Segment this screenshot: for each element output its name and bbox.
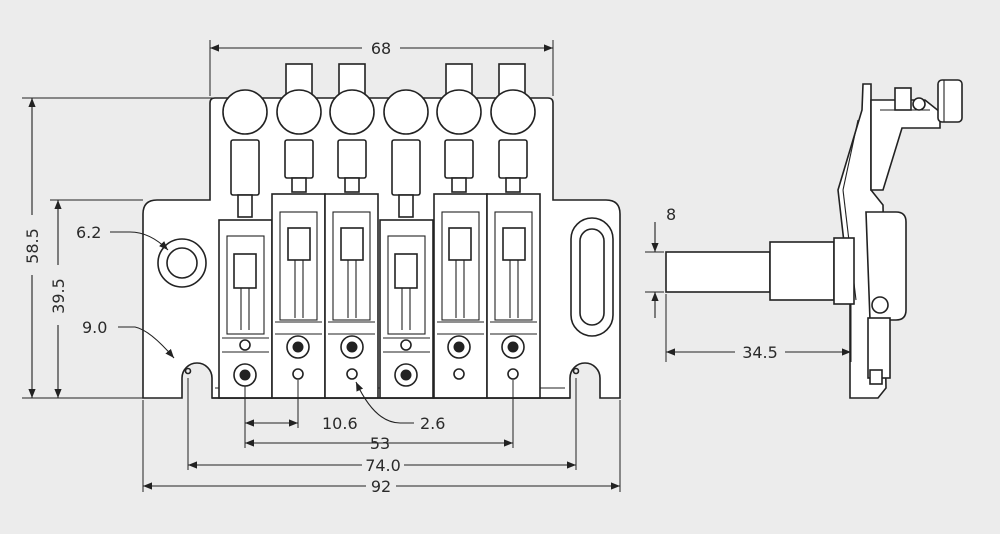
saddles [218, 193, 541, 399]
saddle-frame [494, 211, 533, 321]
saddle-window [502, 227, 526, 261]
dim-mount-height: 39.5 [49, 278, 68, 314]
dim-stud-spacing: 74.0 [365, 456, 401, 475]
saddle-step [383, 337, 430, 353]
tuner-stem [337, 139, 367, 179]
tuner-neck [398, 194, 414, 218]
tuner-stem [230, 139, 260, 196]
saddle-slot [401, 288, 411, 330]
dim-base-width: 92 [371, 477, 391, 496]
dim-block-depth: 34.5 [742, 343, 778, 362]
fine-tuner-knob [436, 89, 482, 135]
tuner-stem [498, 139, 528, 179]
saddle-slot [240, 288, 250, 330]
saddle-slot [455, 260, 465, 318]
saddle-screw-core [507, 341, 519, 353]
saddle-screw-core [453, 341, 465, 353]
saddle-screw-small [453, 368, 465, 380]
side-block-end [833, 237, 855, 305]
saddle-step [328, 321, 375, 335]
saddle-screw-core [346, 341, 358, 353]
tuner-neck [237, 194, 253, 218]
saddle-window [448, 227, 472, 261]
tuner-neck [451, 177, 467, 193]
dim-block-thickness: 8 [666, 205, 676, 224]
tuner-neck [344, 177, 360, 193]
side-tuner-knob [937, 79, 963, 123]
mount-hole-inner [166, 247, 198, 279]
saddle-screw-core [400, 369, 412, 381]
tuner-stem [284, 139, 314, 179]
saddle-step [437, 321, 484, 335]
saddle-screw-small [239, 339, 251, 351]
saddle-slot [347, 260, 357, 318]
dim-slot-width: 9.0 [82, 318, 107, 337]
notch-hole-left [184, 367, 192, 375]
tuner-neck [291, 177, 307, 193]
front-view [142, 63, 621, 399]
side-pivot-hole [871, 296, 889, 314]
side-clamp-foot [869, 369, 883, 385]
saddle-screw-small [400, 339, 412, 351]
saddle-step [222, 337, 269, 353]
saddle-window [340, 227, 364, 261]
side-block-outer [665, 251, 771, 293]
dim-overall-height: 58.5 [23, 228, 42, 264]
saddle-step [490, 321, 537, 335]
dim-top-width: 68 [371, 39, 391, 58]
side-view [665, 79, 963, 399]
saddle-slot [294, 260, 304, 318]
saddle-frame [441, 211, 480, 321]
mount-hole-outer [157, 238, 207, 288]
saddle-slot [509, 260, 519, 318]
saddle-screw-small [507, 368, 519, 380]
saddle-frame [226, 235, 265, 335]
dim-string-spacing: 10.6 [322, 414, 358, 433]
tuner-stems [230, 139, 528, 218]
side-tuner-nut [894, 87, 912, 111]
saddle-frame [387, 235, 426, 335]
dim-screw-diameter: 2.6 [420, 414, 445, 433]
dim-outer-string-span: 53 [370, 434, 390, 453]
side-plate-edge [842, 119, 859, 191]
side-dimensions: 8 34.5 [645, 205, 852, 362]
side-clamp [867, 317, 891, 379]
saddle-step [275, 321, 322, 335]
side-saddle-arm [870, 99, 941, 191]
tuner-stem [444, 139, 474, 179]
side-block-inner [769, 241, 835, 301]
fine-tuner-knob [329, 89, 375, 135]
saddle-window [394, 253, 418, 289]
saddle-screw-core [292, 341, 304, 353]
saddle-screw-small [346, 368, 358, 380]
saddle-screw-core [239, 369, 251, 381]
right-slot-inner [579, 228, 605, 326]
side-tuner-pin [912, 97, 926, 111]
fine-tuner-knob [222, 89, 268, 135]
dim-hole-diameter: 6.2 [76, 223, 101, 242]
saddle-frame [332, 211, 371, 321]
fine-tuner-knob [276, 89, 322, 135]
tuner-stem [391, 139, 421, 196]
side-pivot-block [865, 211, 907, 321]
saddle-window [287, 227, 311, 261]
notch-hole-right [572, 367, 580, 375]
saddle-window [233, 253, 257, 289]
saddle-screw-small [292, 368, 304, 380]
fine-tuners [222, 63, 536, 135]
saddle-frame [279, 211, 318, 321]
fine-tuner-knob [383, 89, 429, 135]
fine-tuner-knob [490, 89, 536, 135]
front-dimensions: 68 58.5 39.5 6.2 9.0 10.6 2.6 53 [22, 39, 621, 496]
right-slot-outer [570, 217, 614, 337]
tuner-neck [505, 177, 521, 193]
